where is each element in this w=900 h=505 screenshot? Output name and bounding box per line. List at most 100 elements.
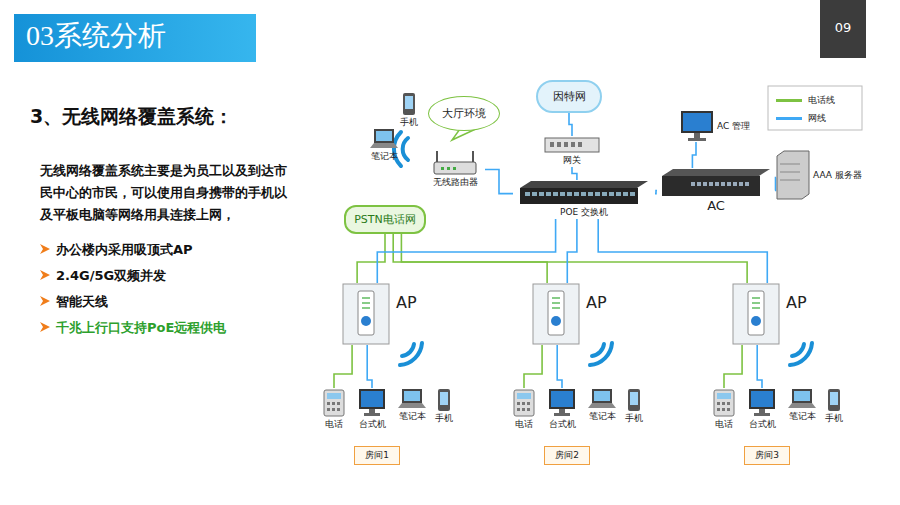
ap-icon	[732, 283, 780, 345]
phone-node: 手机	[619, 388, 649, 425]
connector	[367, 345, 372, 388]
node-text: 房间2	[547, 449, 587, 462]
node-text: 笔记本	[581, 410, 623, 423]
gateway-node: 网关	[537, 136, 607, 167]
desktop-node: 台式机	[541, 388, 583, 431]
legend-box	[768, 86, 862, 130]
title-band	[14, 14, 256, 62]
connector	[357, 234, 385, 283]
legend-text: 电话线	[808, 94, 835, 107]
cloud-node: 因特网	[536, 80, 602, 113]
phone-node: 手机	[819, 388, 849, 425]
phone-icon	[619, 388, 649, 412]
connector	[485, 170, 513, 194]
section-heading: 3、无线网络覆盖系统：	[30, 104, 233, 130]
page-number: 09	[820, 20, 866, 35]
laptop-icon	[361, 128, 407, 150]
wifi-symbols	[394, 132, 812, 365]
node-text: 手机	[429, 412, 459, 425]
slide-title: 03系统分析	[26, 17, 166, 55]
connector	[572, 167, 577, 180]
connector	[655, 191, 657, 194]
tel-node: 电话	[315, 388, 353, 431]
laptop-node: 笔记本	[361, 128, 407, 163]
node-text: AP	[780, 293, 807, 336]
node-text: 房间3	[747, 449, 787, 462]
node-text: 台式机	[741, 418, 783, 431]
laptop-node: 笔记本	[581, 388, 623, 423]
connector	[757, 345, 762, 388]
node-text: 手机	[819, 412, 849, 425]
phone-icon	[429, 388, 459, 412]
connector	[557, 345, 562, 388]
node-text: 房间1	[357, 449, 397, 462]
node-text: 电话	[705, 418, 743, 431]
legend-swatch	[776, 99, 802, 102]
pstn-node: PSTN电话网	[344, 205, 426, 234]
node-text: 笔记本	[391, 410, 433, 423]
tel-node: 电话	[505, 388, 543, 431]
page-box	[820, 0, 866, 58]
connector	[569, 113, 572, 136]
node-text: AAA 服务器	[810, 169, 862, 182]
ap-node: AP	[732, 283, 816, 345]
node-text: 手机	[619, 412, 649, 425]
server-node: AAA 服务器	[776, 150, 860, 200]
node-text: 因特网	[542, 89, 596, 104]
node-text: AC	[657, 198, 775, 213]
node-text: AP	[390, 293, 417, 336]
bullet-text: 2.4G/5G双频并发	[56, 267, 166, 285]
sw-icon	[513, 180, 655, 206]
router-icon	[425, 150, 485, 176]
desktop-icon	[541, 388, 583, 418]
node-text: 电话	[505, 418, 543, 431]
node-text: AP	[580, 293, 607, 336]
node-text: 网关	[537, 154, 607, 167]
desktop-node: 台式机	[741, 388, 783, 431]
bullet-text: 智能天线	[56, 293, 108, 311]
connector	[393, 234, 547, 283]
node-text: 笔记本	[781, 410, 823, 423]
body-text: 无线网络覆盖系统主要是为员工以及到达市民中心的市民，可以使用自身携带的手机以及平…	[40, 160, 298, 226]
desktop-icon	[351, 388, 393, 418]
node-text: 台式机	[351, 418, 393, 431]
server-icon	[776, 150, 810, 200]
gateway-icon	[537, 136, 607, 154]
bubble-node: 大厅环境	[428, 96, 500, 131]
connector	[724, 345, 742, 388]
tel-node: 电话	[705, 388, 743, 431]
laptop-node: 笔记本	[391, 388, 433, 423]
node-text: PSTN电话网	[348, 212, 422, 227]
bullet-text: 千兆上行口支持PoE远程供电	[56, 319, 226, 337]
bullet-arrows	[40, 244, 50, 332]
ac-icon	[657, 168, 775, 198]
connector	[598, 219, 767, 283]
tel-icon	[315, 388, 353, 418]
connector	[334, 345, 352, 388]
laptop-icon	[581, 388, 623, 410]
node-text: 无线路由器	[425, 176, 485, 189]
monitor-icon	[680, 110, 714, 142]
bullet-text: 办公楼内采用吸顶式AP	[56, 241, 193, 259]
laptop-icon	[391, 388, 433, 410]
node-text: 手机	[393, 116, 425, 129]
tel-icon	[705, 388, 743, 418]
connector	[775, 178, 776, 191]
node-text: POE 交换机	[513, 206, 655, 219]
node-text: AC 管理	[714, 120, 750, 133]
room-node: 房间3	[744, 446, 790, 465]
phone-node: 手机	[393, 92, 425, 129]
desktop-node: 台式机	[351, 388, 393, 431]
legend-swatch	[776, 117, 802, 120]
connector	[692, 142, 696, 168]
tel-icon	[505, 388, 543, 418]
laptop-node: 笔记本	[781, 388, 823, 423]
phone-icon	[819, 388, 849, 412]
ap-icon	[342, 283, 390, 345]
node-text: 大厅环境	[431, 106, 497, 121]
connector	[401, 234, 747, 283]
ac-node: AC	[657, 168, 775, 213]
room-node: 房间2	[544, 446, 590, 465]
desktop-icon	[741, 388, 783, 418]
connector	[567, 219, 577, 283]
